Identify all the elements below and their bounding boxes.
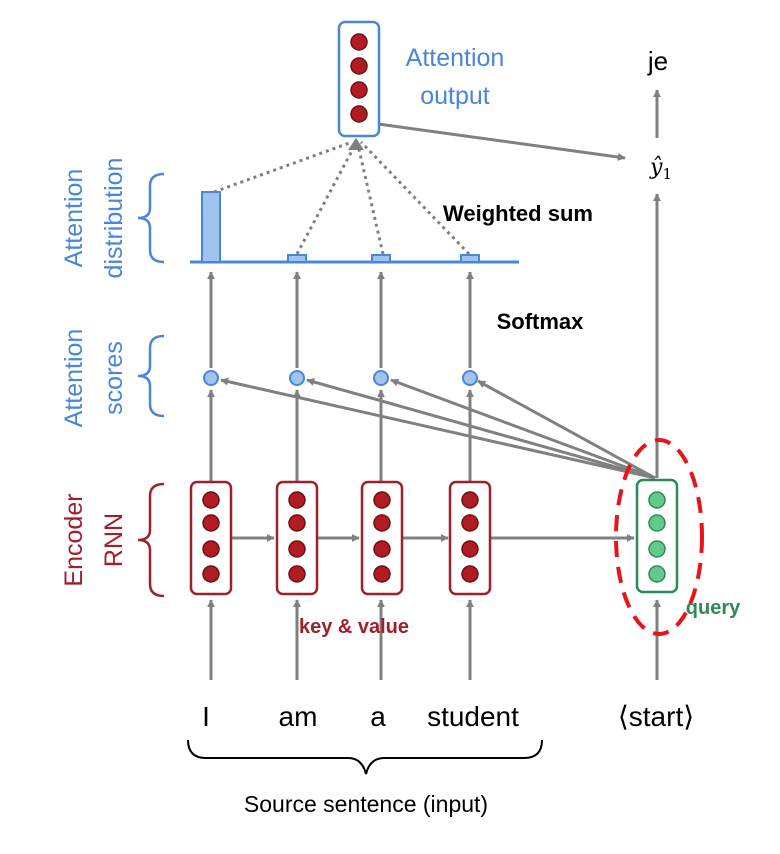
attention-scores-group xyxy=(203,370,478,386)
dotted-sum-2 xyxy=(356,144,385,255)
arrow-query-score-1 xyxy=(306,378,656,480)
score-circle-1 xyxy=(289,370,305,386)
distribution-bar-3 xyxy=(460,254,480,263)
output-yhat: ŷ1 xyxy=(649,155,672,183)
flow-arrows xyxy=(207,89,661,680)
weighted-sum-label: Weighted sum xyxy=(443,201,593,226)
dotted-sum-1 xyxy=(295,144,357,255)
encoder-cell-2 xyxy=(360,480,404,596)
encoder-cell-1 xyxy=(275,480,319,596)
encoder-cells xyxy=(189,480,492,596)
query-highlight-ellipse xyxy=(614,438,704,636)
source-token-2: a xyxy=(370,701,386,732)
brace-encoder-rnn xyxy=(137,482,165,598)
decoder-input-token: ⟨start⟩ xyxy=(618,701,694,732)
distribution-bars xyxy=(201,191,480,263)
side-label-attention-scores-1: Attention xyxy=(60,329,88,428)
arrow-query-score-0 xyxy=(220,377,656,480)
brace-attention-scores xyxy=(137,334,165,418)
arrow-query-score-3 xyxy=(477,379,656,480)
source-token-1: am xyxy=(279,701,318,732)
distribution-bar-2 xyxy=(371,254,391,263)
dotted-sum-3 xyxy=(359,140,471,256)
source-sentence-label: Source sentence (input) xyxy=(244,791,488,817)
score-circle-0 xyxy=(203,370,219,386)
encoder-cell-3 xyxy=(448,480,492,596)
attention-output-label-line2: output xyxy=(420,82,490,110)
softmax-label: Softmax xyxy=(497,309,585,334)
side-label-encoder-rnn-2: RNN xyxy=(100,513,128,567)
attention-output-label-line1: Attention xyxy=(406,44,505,72)
side-label-attention-distribution-1: Attention xyxy=(60,169,88,268)
output-word: je xyxy=(647,46,668,76)
attention-output-cell xyxy=(337,20,381,138)
side-label-attention-distribution-2: distribution xyxy=(100,158,128,279)
key-value-label: key & value xyxy=(299,616,409,638)
source-token-0: I xyxy=(202,701,210,732)
source-token-3: student xyxy=(427,701,519,732)
query-label: query xyxy=(686,597,741,619)
score-circle-3 xyxy=(462,370,478,386)
brace-attention-distribution xyxy=(137,172,165,264)
arrow-attn-output xyxy=(377,122,626,161)
distribution-bar-1 xyxy=(287,254,307,263)
output-yhat-symbol: ŷ xyxy=(649,155,663,180)
output-yhat-subscript: 1 xyxy=(662,165,672,183)
side-label-encoder-rnn-1: Encoder xyxy=(60,493,88,586)
side-label-attention-scores-2: scores xyxy=(100,341,128,415)
distribution-bar-0 xyxy=(201,191,221,263)
dotted-sum-0 xyxy=(213,140,353,194)
arrow-query-score-2 xyxy=(390,378,656,480)
query-cell xyxy=(635,478,679,594)
encoder-cell-0 xyxy=(189,480,233,596)
score-circle-2 xyxy=(373,370,389,386)
brace-source-sentence xyxy=(187,739,543,775)
dotted-sum-head xyxy=(348,138,364,150)
